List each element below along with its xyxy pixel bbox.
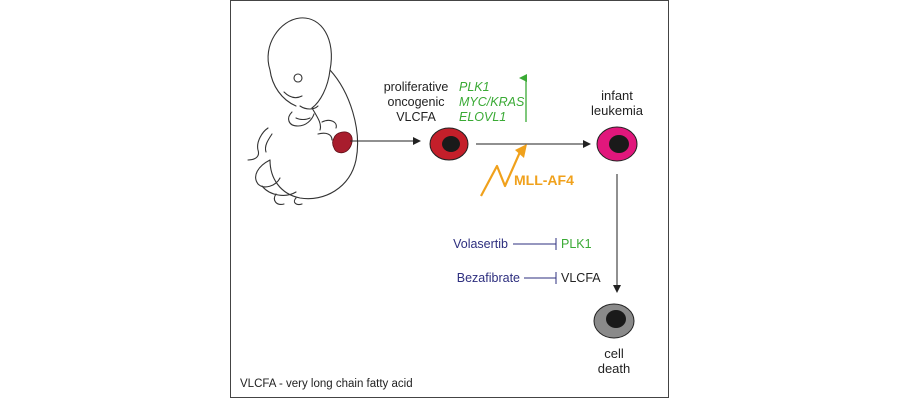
fetus-icon [247,17,359,206]
label-leukemia: leukemia [590,103,644,118]
gene-elovl1: ELOVL1 [459,110,507,124]
label-proliferative: proliferative [383,80,449,94]
mutation-label: MLL-AF4 [514,172,574,188]
target-plk1: PLK1 [561,237,592,251]
label-oncogenic: oncogenic [387,95,445,109]
label-death: death [597,361,631,376]
drug-volasertib: Volasertib [453,237,508,251]
figure-frame [230,0,669,398]
gene-myc-kras: MYC/KRAS [459,95,525,109]
label-vlcfa: VLCFA [396,110,436,124]
proliferative-label: proliferative oncogenic VLCFA [376,80,456,125]
fetal-liver-shape [332,131,353,154]
label-cell: cell [604,346,624,361]
leukemia-cell [596,126,638,162]
gene-plk1: PLK1 [459,80,490,94]
label-infant: infant [601,88,633,103]
inhibition-volasertib [513,238,557,250]
infant-leukemia-label: infant leukemia [577,88,657,118]
footnote: VLCFA - very long chain fatty acid [240,378,413,390]
target-vlcfa: VLCFA [561,271,601,285]
dead-cell [593,303,635,339]
proliferative-cell [429,127,469,161]
inhibition-bezafibrate [524,272,557,284]
drug-bezafibrate: Bezafibrate [456,271,520,285]
cell-death-label: cell death [584,346,644,376]
gene-list: PLK1 MYC/KRAS ELOVL1 [459,80,524,125]
mutation-bolt-icon [480,144,527,197]
